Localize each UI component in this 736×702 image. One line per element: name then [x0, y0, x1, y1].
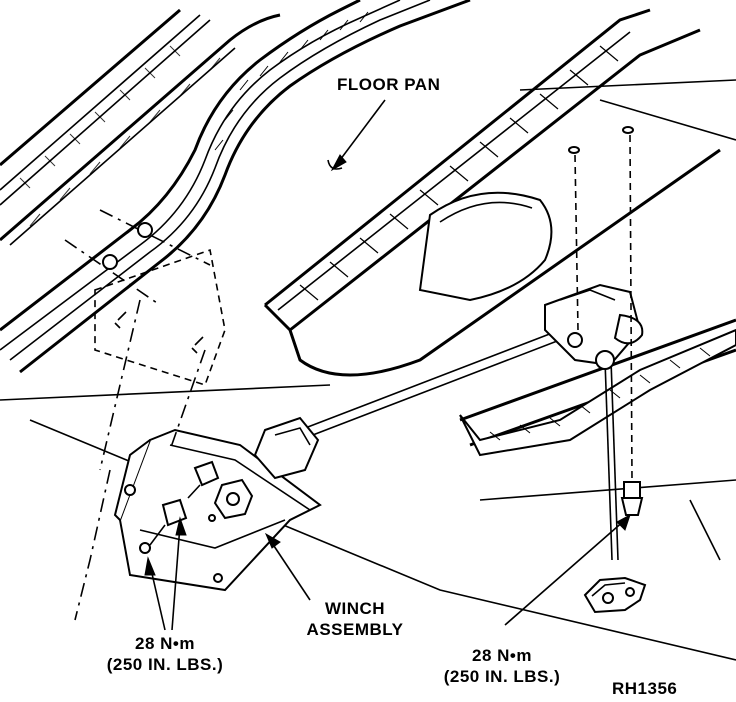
alignment-lines [74, 299, 206, 621]
retainer-bolt [568, 126, 644, 516]
frame-rail [0, 8, 281, 246]
torque-right-inlbs: (250 IN. LBS.) [443, 667, 561, 686]
winch-assembly-label: WINCH ASSEMBLY [292, 598, 418, 640]
winch-body [113, 416, 322, 592]
torque-right-value: 28 N•m [472, 646, 532, 665]
tire-retainer [583, 576, 647, 614]
winch-label-line1: WINCH [324, 599, 386, 618]
winch-label-line2: ASSEMBLY [306, 620, 404, 639]
floor-pan [0, 0, 471, 374]
upper-mount-bracket [544, 283, 644, 370]
torque-left-inlbs: (250 IN. LBS.) [106, 655, 224, 674]
channel-beam [263, 8, 721, 377]
torque-spec-right: 28 N•m (250 IN. LBS.) [418, 645, 586, 687]
floor-mount-plate [64, 209, 226, 386]
leader-lines [144, 99, 631, 631]
figure-id: RH1356 [612, 679, 678, 698]
rear-crossmember [0, 79, 736, 661]
winch-cable [299, 329, 619, 561]
torque-spec-left: 28 N•m (250 IN. LBS.) [80, 633, 250, 675]
floor-pan-label: FLOOR PAN [337, 75, 441, 94]
torque-left-value: 28 N•m [135, 634, 195, 653]
